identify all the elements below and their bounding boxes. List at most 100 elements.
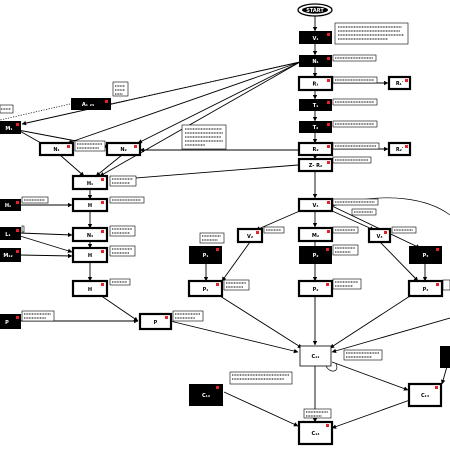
node-left3-label: M₁₂ <box>3 253 12 259</box>
node-p3[interactable]: P₃ <box>407 279 444 298</box>
node-r1[interactable]: R₁ <box>297 75 334 92</box>
node-v1-label: V₁ <box>312 36 318 42</box>
node-pb2[interactable]: P₂ <box>299 246 332 264</box>
node-h1[interactable]: H₁ <box>71 174 109 191</box>
edge-c2-c4 <box>223 391 299 427</box>
node-v4[interactable]: V₄ <box>297 197 334 213</box>
node-c4[interactable]: C₁₄ <box>297 420 334 446</box>
node-t1[interactable]: T₁ <box>299 99 332 111</box>
edge-ml-h1 <box>59 154 85 177</box>
node-h2[interactable]: H <box>71 197 109 213</box>
note-p2 <box>332 278 362 290</box>
node-mr[interactable]: N₂ <box>105 141 142 157</box>
edge-v3-p3 <box>379 241 419 282</box>
note-pb1 <box>199 232 225 244</box>
node-hb[interactable]: H <box>71 246 109 264</box>
note-n3 <box>109 225 136 237</box>
node-pb3[interactable]: P₃ <box>409 246 442 264</box>
node-hb-label: H <box>88 253 92 259</box>
node-n3-label: N₃ <box>87 233 93 239</box>
edge-v4-v2 <box>255 209 303 231</box>
edge-v4-pb3 <box>331 205 421 249</box>
node-n1-label: N₁ <box>312 59 318 65</box>
node-n2r[interactable]: Z- R₂ <box>297 157 334 173</box>
node-h2-label: H <box>88 203 92 209</box>
node-r2[interactable]: R₂ <box>297 141 334 157</box>
note-v4-sub <box>351 208 377 216</box>
node-r1p[interactable]: R₁′ <box>387 75 412 91</box>
start-node[interactable]: START <box>297 3 333 17</box>
node-left2[interactable]: L₁ <box>0 227 21 240</box>
node-p[interactable]: P <box>138 312 173 331</box>
node-p-label: P <box>154 320 158 326</box>
node-right-edge[interactable] <box>440 346 450 368</box>
node-p1-label: P₁ <box>203 287 209 293</box>
edge-right-c1 <box>331 317 450 354</box>
curved-link-c1-loop <box>325 363 338 372</box>
node-p2[interactable]: P₂ <box>297 279 334 298</box>
node-r2p-label: R₂′ <box>396 147 404 153</box>
node-v3-label: V₃ <box>376 234 382 240</box>
edge-p-c1 <box>169 320 299 354</box>
node-r1-label: R₁ <box>312 82 318 88</box>
note-h2 <box>109 196 145 204</box>
edge-left2-n3 <box>19 232 73 238</box>
node-v1[interactable]: V₁ <box>299 31 332 44</box>
note-r2 <box>332 142 380 150</box>
note-group <box>112 81 129 97</box>
note-n1 <box>332 54 377 62</box>
node-m2[interactable]: M₂ <box>297 226 334 243</box>
annotation-notes <box>0 22 450 419</box>
note-p1 <box>223 279 250 291</box>
note-t1 <box>332 98 378 106</box>
node-c3[interactable]: C₁₃ <box>407 382 443 408</box>
node-pb3-label: P₃ <box>423 253 429 259</box>
note-v1 <box>334 22 409 45</box>
note-c4 <box>303 408 332 419</box>
node-p2-label: P₂ <box>313 287 319 293</box>
node-m1[interactable]: M₁ <box>0 121 21 134</box>
node-ml-label: N₁ <box>53 147 59 153</box>
node-left1[interactable]: H₁ <box>0 199 21 211</box>
note-left1 <box>21 196 49 204</box>
node-group-note[interactable]: A₁ ₂₃ <box>71 98 111 110</box>
node-c1[interactable]: C₁₁ <box>299 345 332 367</box>
node-c4-label: C₁₄ <box>311 431 319 437</box>
node-pb2-label: P₂ <box>313 253 319 259</box>
node-hc-label: H <box>88 287 92 293</box>
dotted-link-n1-note <box>109 61 301 105</box>
auxiliary-links <box>0 61 450 372</box>
edge-n1-h1 <box>99 61 301 177</box>
node-left4[interactable]: P <box>0 314 21 329</box>
node-hc[interactable]: H <box>71 279 109 298</box>
node-left2-label: L₁ <box>5 232 10 238</box>
node-p1[interactable]: P₁ <box>187 279 224 298</box>
node-v2[interactable]: V₂ <box>236 227 264 244</box>
node-left3[interactable]: M₁₂ <box>0 248 21 262</box>
node-c2[interactable]: C₁₂ <box>189 384 223 406</box>
node-r2p[interactable]: R₂′ <box>387 141 412 157</box>
note-left2 <box>21 225 25 233</box>
note-n2r <box>332 156 372 164</box>
node-t2[interactable]: T₂ <box>299 121 332 133</box>
node-pb1[interactable]: P₁ <box>189 246 222 264</box>
node-c1-label: C₁₁ <box>311 354 319 360</box>
node-h1-label: H₁ <box>87 181 93 187</box>
node-n1[interactable]: N₁ <box>299 55 332 67</box>
note-m2 <box>332 226 359 234</box>
edge-p1-c1 <box>219 295 303 349</box>
edge-v2-p1 <box>221 241 251 282</box>
note-v3 <box>391 226 417 234</box>
node-v3[interactable]: V₃ <box>367 227 392 244</box>
node-v4-label: V₄ <box>312 203 318 209</box>
edge-left2-hb <box>19 235 73 253</box>
note-p <box>172 310 204 322</box>
edge-v4-v3 <box>329 209 375 231</box>
edge-left3-hb <box>19 253 73 259</box>
edge-c1-c3 <box>331 361 409 391</box>
node-ml[interactable]: N₁ <box>38 141 75 157</box>
note-r1 <box>332 76 378 84</box>
note-c1 <box>343 349 383 361</box>
node-n3[interactable]: N₃ <box>71 226 109 243</box>
